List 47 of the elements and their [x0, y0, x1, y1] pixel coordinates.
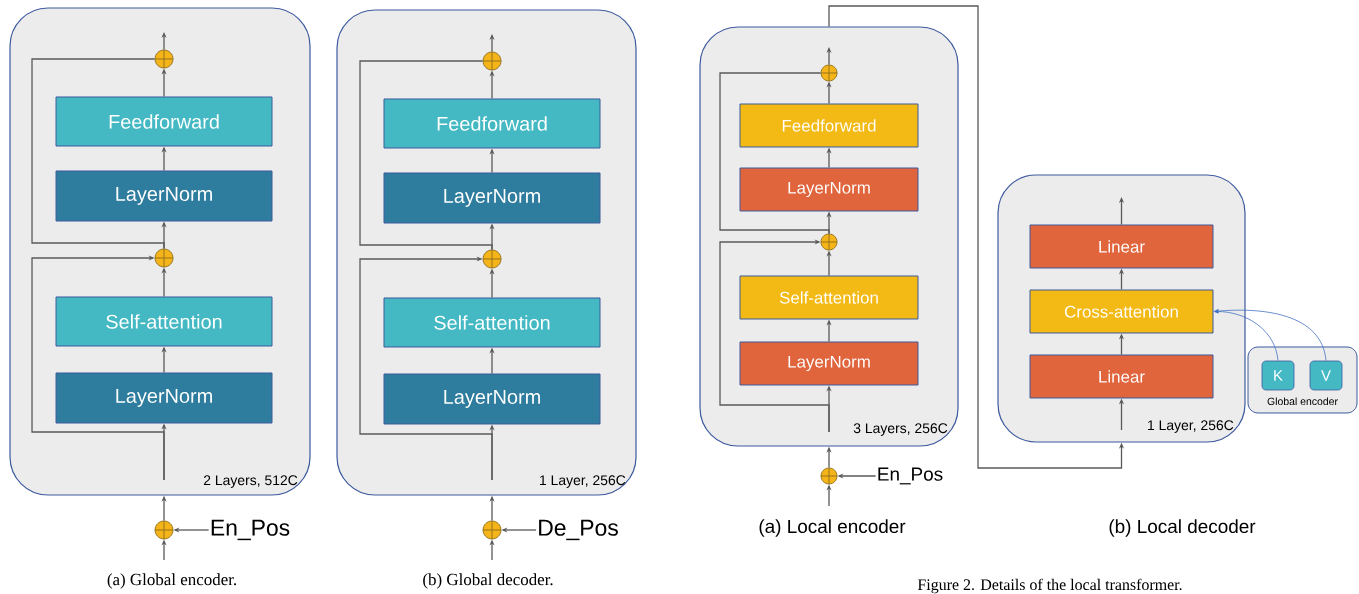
layer-box: LayerNorm: [739, 167, 919, 212]
figure-caption: Figure 2. Details of the local transformer.: [917, 578, 1182, 594]
layer-box: Cross-attention: [1029, 289, 1214, 334]
connector-line: [719, 72, 830, 235]
layer-box: Feedforward: [383, 98, 601, 149]
layer-count-label: 1 Layer, 256C: [1148, 420, 1234, 433]
adder-symbol: [154, 520, 174, 540]
subfigure-caption: (a) Local encoder: [759, 519, 906, 537]
adder-symbol: [154, 248, 174, 268]
adder-symbol: [482, 249, 502, 269]
arrow: [1214, 309, 1327, 361]
arrow: [1214, 309, 1279, 361]
layer-box: Feedforward: [739, 103, 919, 148]
input-label: En_Pos: [878, 467, 943, 485]
subfigure-caption: (b) Global decoder.: [423, 573, 553, 589]
layer-count-label: 2 Layers, 512C: [203, 475, 298, 488]
layer-count-label: 3 Layers, 256C: [853, 423, 948, 436]
letter-box: V: [1309, 360, 1343, 391]
arrow: [359, 256, 493, 481]
adder-symbol: [820, 233, 838, 251]
subfigure-caption: (b) Local decoder: [1109, 519, 1256, 537]
adder-symbol: [482, 520, 502, 540]
layer-box: LayerNorm: [55, 170, 273, 222]
layer-count-label: 1 Layer, 256C: [540, 475, 626, 488]
adder-symbol: [154, 49, 174, 69]
connector-line: [31, 58, 165, 250]
layer-box: LayerNorm: [55, 372, 273, 424]
layer-box: Linear: [1029, 354, 1214, 399]
input-label: De_Pos: [539, 519, 618, 541]
layer-box: Self-attention: [55, 296, 273, 347]
subfigure-caption: (a) Global encoder.: [107, 573, 237, 589]
arrow: [719, 239, 830, 433]
arrow: [31, 255, 165, 481]
layer-box: LayerNorm: [739, 341, 919, 386]
layer-box: LayerNorm: [383, 172, 601, 224]
layer-box: Self-attention: [739, 275, 919, 320]
input-label: En_Pos: [211, 519, 290, 541]
adder-symbol: [820, 467, 838, 485]
layer-box: Self-attention: [383, 297, 601, 348]
layer-box: Linear: [1029, 224, 1214, 269]
panel-label: Global encoder: [1267, 397, 1338, 406]
layer-box: Feedforward: [55, 96, 273, 147]
adder-symbol: [820, 64, 838, 82]
connector-line: [359, 60, 493, 251]
adder-symbol: [482, 51, 502, 71]
letter-box: K: [1261, 360, 1295, 391]
layer-box: LayerNorm: [383, 373, 601, 425]
